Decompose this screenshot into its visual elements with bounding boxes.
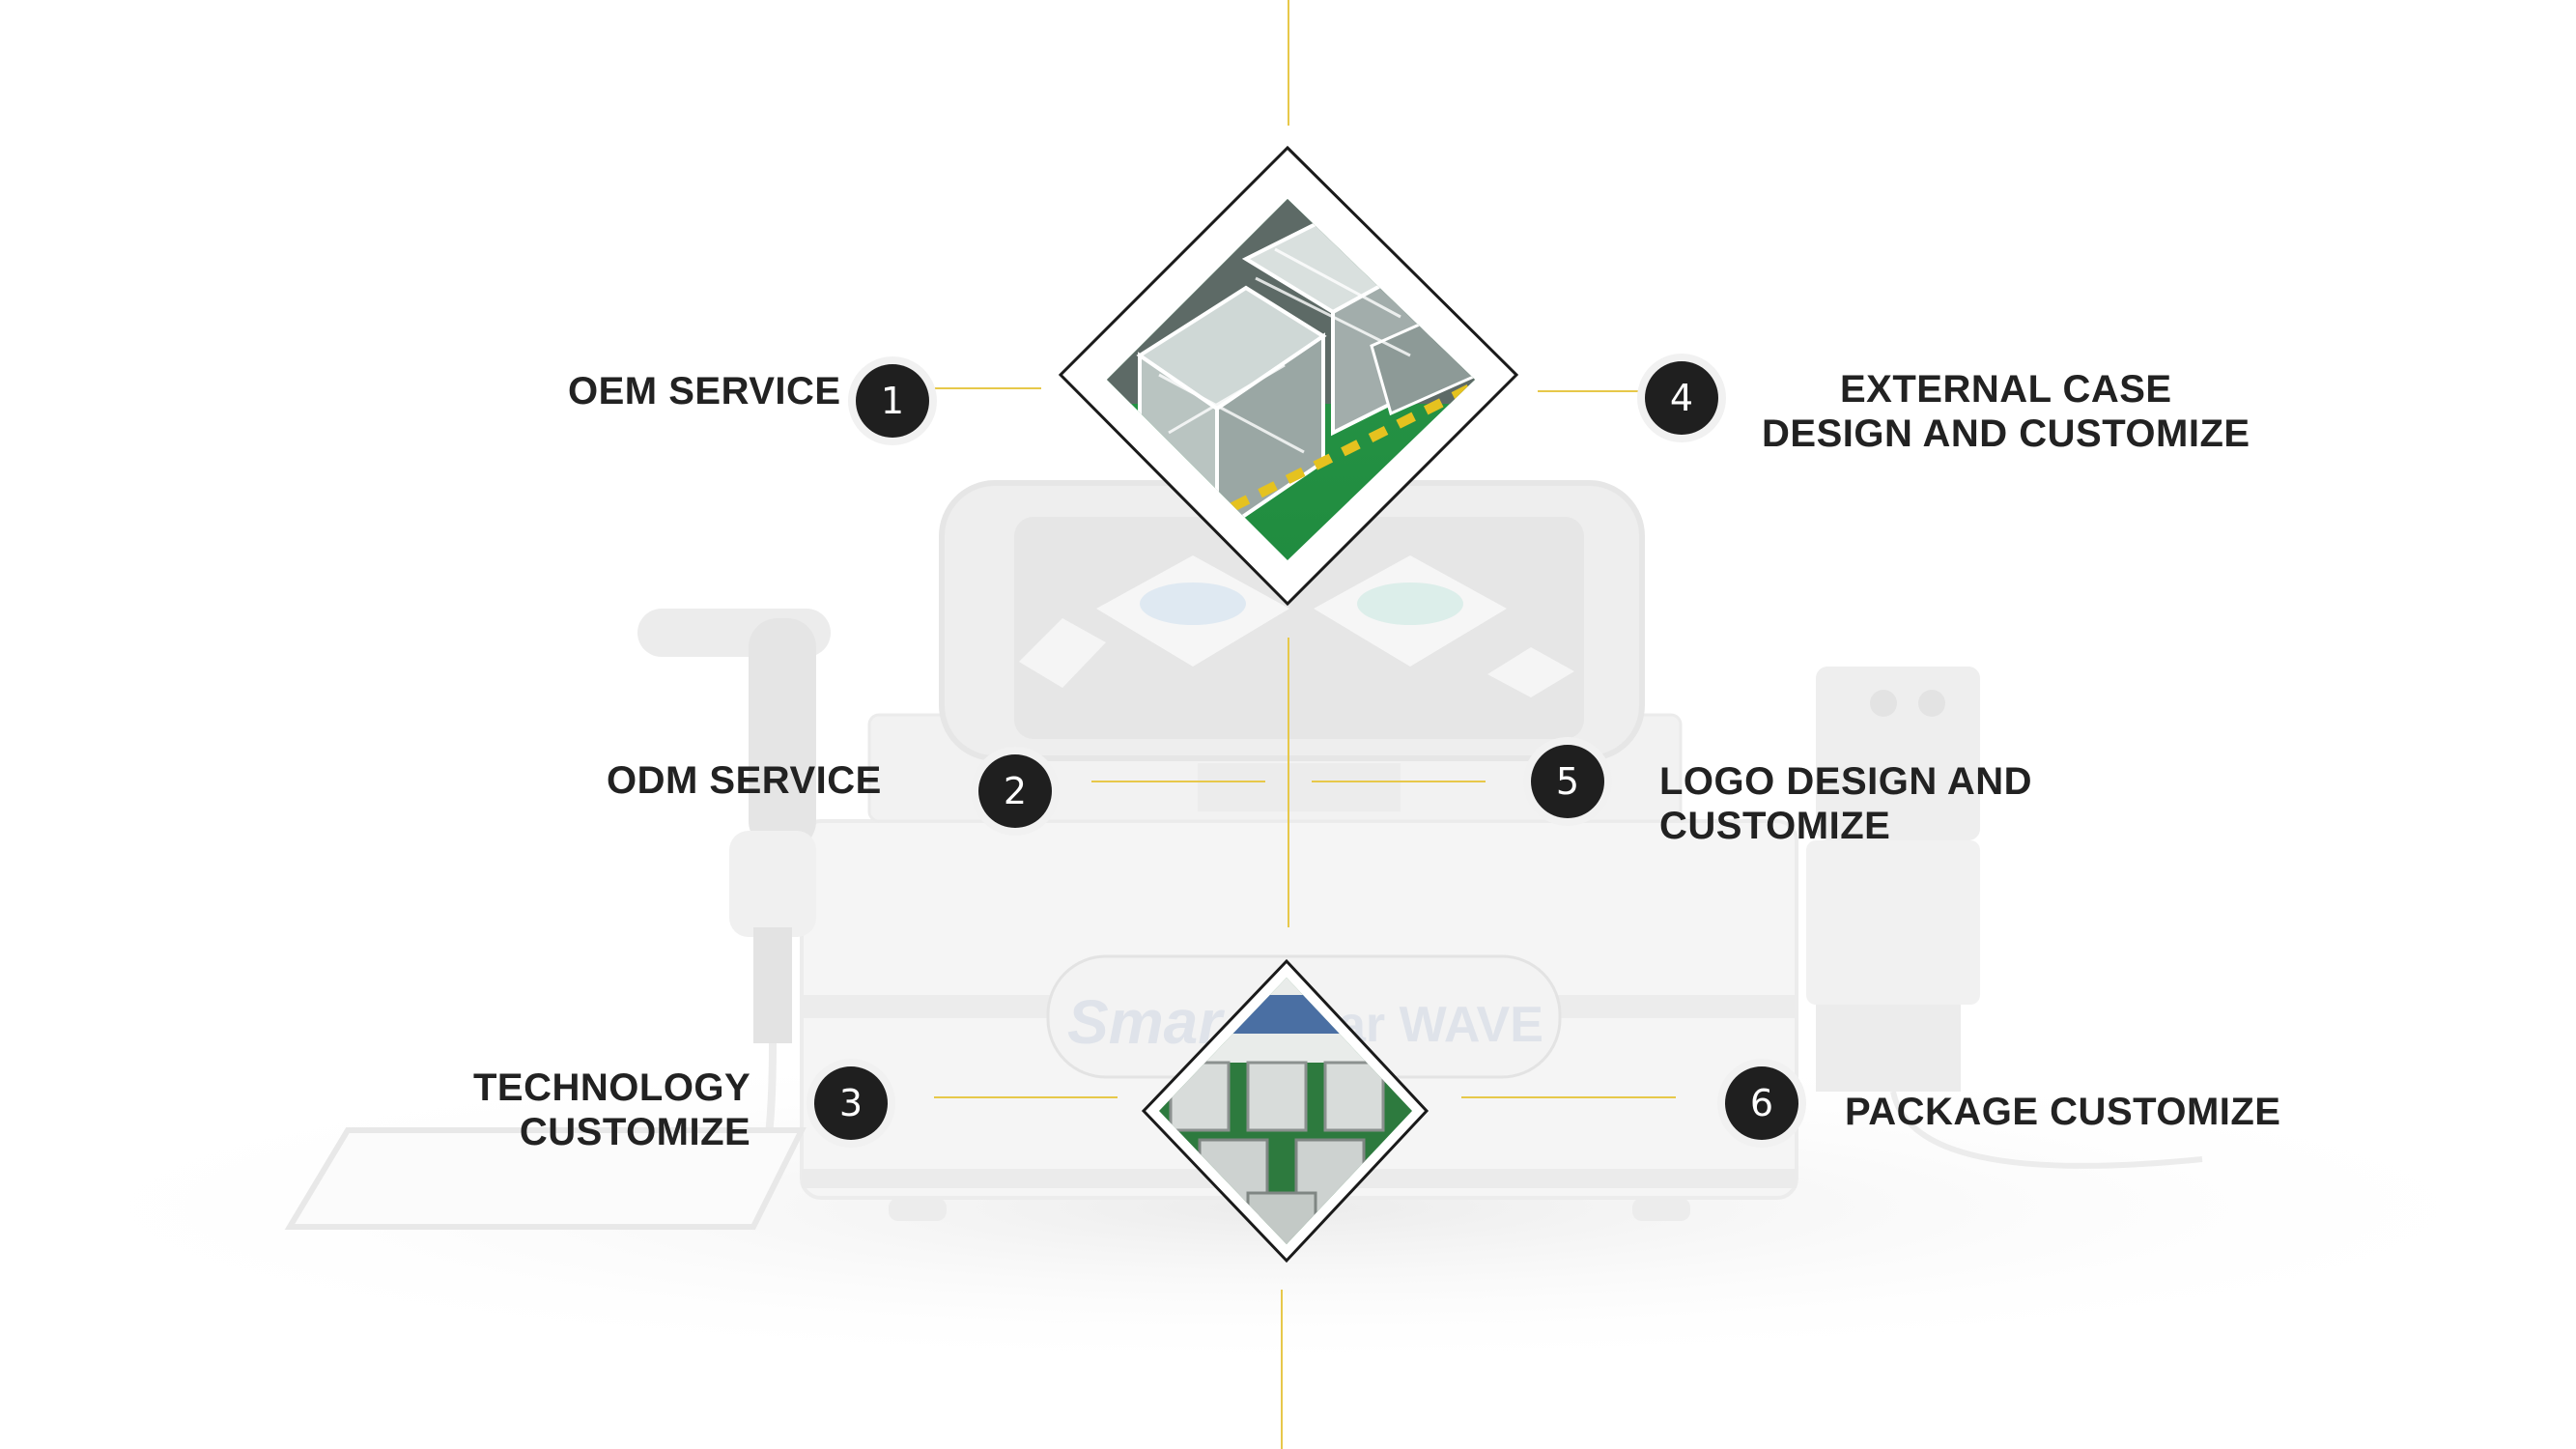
label-technology-customize: TECHNOLOGY CUSTOMIZE xyxy=(473,1065,750,1154)
label-line: EXTERNAL CASE xyxy=(1840,368,2172,411)
label-logo-design: LOGO DESIGN AND CUSTOMIZE xyxy=(1659,759,2032,848)
label-line: LOGO DESIGN AND xyxy=(1659,760,2033,803)
badge-2: 2 xyxy=(978,754,1052,828)
top-diamond-photo xyxy=(1058,145,1519,607)
machine-logo-right: ar WAVE xyxy=(1338,997,1543,1053)
badge-3: 3 xyxy=(814,1066,888,1140)
badge-6: 6 xyxy=(1725,1066,1798,1140)
label-line: PACKAGE CUSTOMIZE xyxy=(1845,1091,2281,1133)
connector-1 xyxy=(935,387,1041,389)
connector-2 xyxy=(1091,781,1265,782)
connector-6 xyxy=(1461,1096,1676,1098)
vertical-line-bottom xyxy=(1281,1290,1283,1449)
bottom-diamond-photo xyxy=(1141,958,1430,1264)
connector-5 xyxy=(1312,781,1486,782)
connector-4 xyxy=(1538,390,1642,392)
label-line: OEM SERVICE xyxy=(568,370,841,412)
label-line: DESIGN AND CUSTOMIZE xyxy=(1762,412,2250,455)
connector-3 xyxy=(934,1096,1118,1098)
factory-floor-image xyxy=(1159,978,1412,1244)
vertical-line-top xyxy=(1288,0,1289,126)
vertical-line-middle xyxy=(1288,638,1289,927)
label-line: CUSTOMIZE xyxy=(1659,805,1891,847)
label-line: CUSTOMIZE xyxy=(519,1111,751,1153)
badge-5: 5 xyxy=(1531,745,1604,818)
label-package-customize: PACKAGE CUSTOMIZE xyxy=(1845,1090,2281,1134)
badge-1: 1 xyxy=(856,364,929,438)
machine-logo-left: Smar xyxy=(1067,987,1225,1057)
label-external-case: EXTERNAL CASE DESIGN AND CUSTOMIZE xyxy=(1762,367,2250,456)
label-line: ODM SERVICE xyxy=(607,759,882,802)
badge-4: 4 xyxy=(1645,361,1718,435)
label-odm-service: ODM SERVICE xyxy=(607,758,882,803)
label-line: TECHNOLOGY xyxy=(473,1066,751,1109)
label-oem-service: OEM SERVICE xyxy=(568,369,841,413)
